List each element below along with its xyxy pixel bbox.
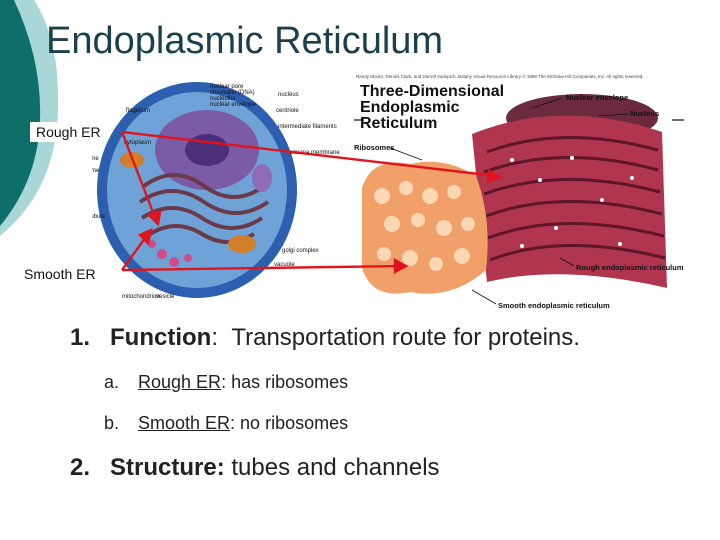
- svg-text:vesicle: vesicle: [156, 294, 175, 300]
- slide-decoration: [0, 0, 59, 236]
- sub-item-text: : no ribosomes: [230, 413, 349, 433]
- svg-text:microtubule: microtubule: [92, 214, 106, 220]
- svg-text:Randy Moore, Dennis Clark, and: Randy Moore, Dennis Clark, and Darrell V…: [356, 73, 644, 79]
- svg-text:chromatin (DNA): chromatin (DNA): [210, 90, 255, 96]
- svg-text:mitochondrion: mitochondrion: [122, 294, 160, 300]
- sub-item-term: Smooth ER: [138, 413, 231, 433]
- svg-text:plasma membrane: plasma membrane: [290, 150, 340, 156]
- sub-item-rough-er: a. Rough ER: has ribosomes: [104, 372, 710, 393]
- er-figure: nuclear pore chromatin (DNA) nucleolus n…: [92, 68, 692, 318]
- label-nucleus: Nucleus: [630, 109, 659, 118]
- svg-text:Three-Dimensional: Three-Dimensional: [360, 83, 504, 100]
- svg-text:nucleus: nucleus: [278, 92, 299, 98]
- slide-title: Endoplasmic Reticulum: [46, 20, 444, 62]
- item-term: Function: [110, 324, 212, 351]
- svg-text:centriole: centriole: [276, 108, 299, 114]
- er-3d-illustration: Randy Moore, Dennis Clark, and Darrell V…: [354, 73, 684, 310]
- callout-rough-er: Rough ER: [30, 122, 107, 142]
- sub-item-letter: b.: [104, 413, 120, 433]
- svg-text:Endoplasmic: Endoplasmic: [360, 99, 460, 116]
- svg-text:lysosome: lysosome: [92, 168, 100, 174]
- svg-text:nucleolus: nucleolus: [210, 96, 235, 102]
- label-nuclear-envelope: Nuclear envelope: [566, 93, 628, 102]
- svg-text:vacuole: vacuole: [274, 262, 295, 268]
- item-text: Transportation route for proteins.: [231, 324, 580, 351]
- svg-text:Reticulum: Reticulum: [360, 115, 437, 132]
- item-text: tubes and channels: [231, 454, 440, 481]
- item-separator: :: [211, 324, 218, 351]
- content-list: 1. Function: Transportation route for pro…: [70, 324, 710, 482]
- svg-text:intermediate filaments: intermediate filaments: [278, 124, 337, 130]
- list-item-function: 1. Function: Transportation route for pro…: [70, 324, 710, 352]
- callout-smooth-er: Smooth ER: [18, 264, 102, 284]
- item-number: 1.: [70, 324, 91, 351]
- list-item-structure: 2. Structure: tubes and channels: [70, 454, 710, 482]
- callout-arrows: [120, 130, 503, 275]
- sub-item-term: Rough ER: [138, 372, 222, 392]
- sub-item-smooth-er: b. Smooth ER: no ribosomes: [104, 413, 710, 434]
- svg-text:nuclear pore: nuclear pore: [210, 84, 244, 90]
- item-number: 2.: [70, 454, 91, 481]
- sub-item-text: : has ribosomes: [221, 372, 349, 392]
- svg-text:cytoplasm: cytoplasm: [124, 140, 151, 146]
- er-illustration: nuclear pore chromatin (DNA) nucleolus n…: [92, 73, 684, 310]
- svg-text:nuclear envelope: nuclear envelope: [210, 102, 256, 108]
- cell-label-text: nuclear pore chromatin (DNA) nucleolus n…: [92, 84, 340, 300]
- svg-text:golgi complex: golgi complex: [282, 248, 319, 254]
- item-term: Structure:: [110, 454, 225, 481]
- svg-text:ribosome: ribosome: [92, 156, 99, 162]
- sub-item-letter: a.: [104, 372, 120, 392]
- label-smooth-er: Smooth endoplasmic reticulum: [498, 301, 610, 310]
- label-ribosomes: Ribosomes: [354, 143, 394, 152]
- svg-text:flagellum: flagellum: [126, 108, 150, 114]
- label-rough-er: Rough endoplasmic reticulum: [576, 263, 684, 272]
